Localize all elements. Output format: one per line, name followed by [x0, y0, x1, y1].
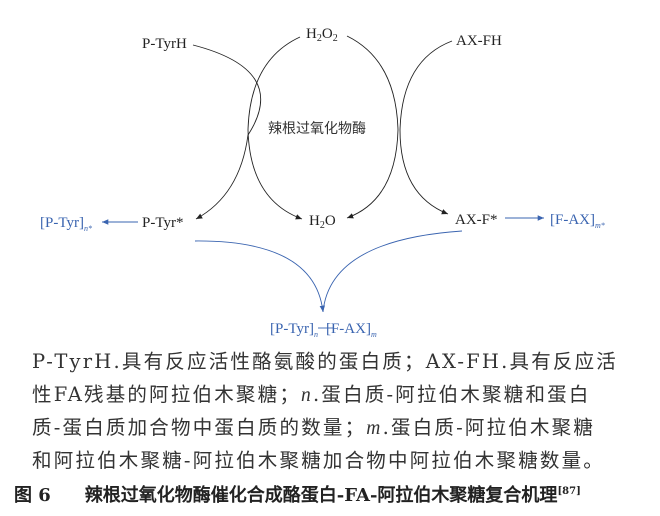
label-product: [P-Tyr]n[F-AX]m: [270, 321, 377, 339]
label-h2o: H2O: [309, 213, 336, 231]
figure-title: 图 6 辣根过氧化物酶催化合成酪蛋白-FA-阿拉伯木聚糖复合机理[87]: [14, 481, 581, 507]
caption-line-1: P-TyrH.具有反应活性酪氨酸的蛋白质；AX-FH.具有反应活: [32, 350, 618, 373]
label-p-tyr-n: [P-Tyr]n*: [40, 215, 92, 233]
arc-axf-to-product: [322, 230, 463, 313]
caption-line-2: 性FA残基的阿拉伯木聚糖；n.蛋白质-阿拉伯木聚糖和蛋白: [32, 383, 591, 406]
label-p-tyr-radical: P-Tyr*: [142, 215, 183, 231]
label-ax-f-radical: AX-F*: [455, 212, 498, 228]
label-ax-fh: AX-FH: [456, 33, 502, 49]
arc-h2o2-left-to-h2o: [247, 36, 303, 220]
label-h2o2: H2O2: [306, 26, 338, 44]
figure-title-text: 辣根过氧化物酶催化合成酪蛋白-FA-阿拉伯木聚糖复合机理: [84, 485, 558, 506]
arc-h2o2-right-to-h2o: [346, 35, 399, 219]
arc-axfh-to-axf: [399, 40, 453, 215]
reaction-diagram: P-TyrH H2O2 AX-FH 辣根过氧化物酶 P-Tyr* H2O AX-…: [40, 26, 605, 339]
label-f-ax-m: [F-AX]m*: [550, 212, 605, 230]
figure-number: 图 6: [14, 485, 51, 506]
label-p-tyrh: P-TyrH: [142, 36, 187, 52]
figure-reference: [87]: [557, 486, 581, 497]
caption-line-3: 质-蛋白质加合物中蛋白质的数量；m.蛋白质-阿拉伯木聚糖: [32, 416, 596, 439]
label-enzyme: 辣根过氧化物酶: [268, 121, 366, 137]
arc-ptyr-to-product: [194, 240, 325, 313]
arc-ptyrh-to-ptyr: [192, 44, 262, 220]
caption-line-4: 和阿拉伯木聚糖-阿拉伯木聚糖加合物中阿拉伯木聚糖数量。: [32, 449, 605, 472]
